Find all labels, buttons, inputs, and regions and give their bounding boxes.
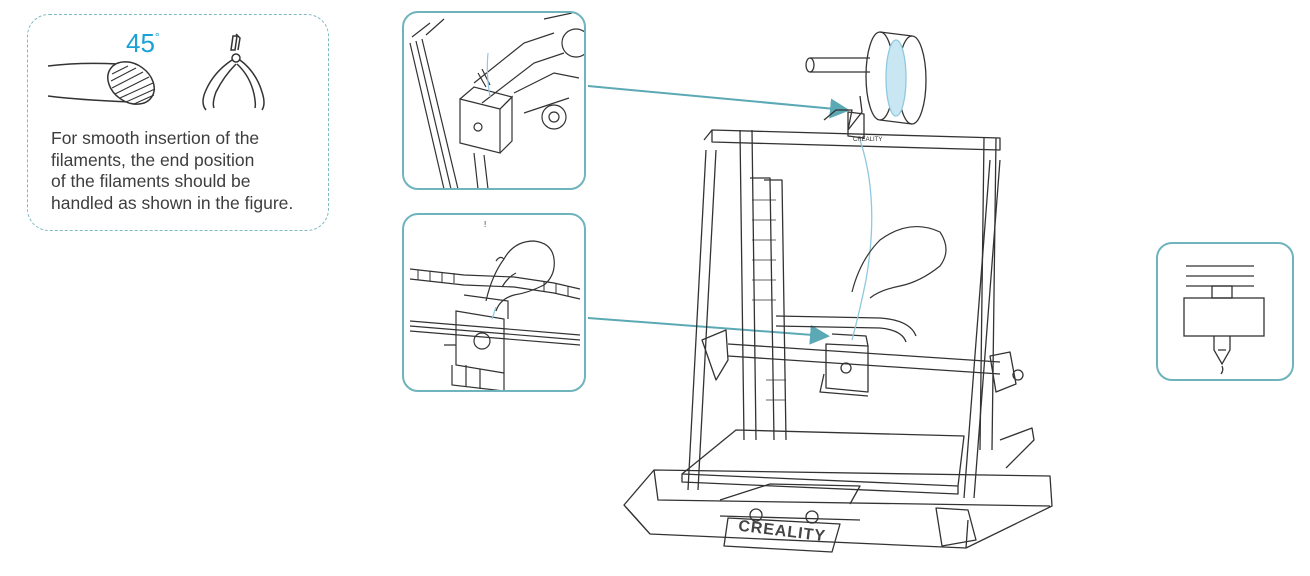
tip-line: of the filaments should be bbox=[51, 171, 251, 191]
frame-brand-label: CREALITY bbox=[853, 137, 883, 143]
tip-line: handled as shown in the figure. bbox=[51, 192, 294, 213]
nozzle-icon bbox=[1183, 265, 1265, 375]
tip-line: For smooth insertion of the bbox=[51, 128, 260, 148]
filament-tip-panel bbox=[27, 14, 329, 231]
tip-line: filaments, the end position bbox=[51, 149, 255, 170]
detail-callout-extruder: ! bbox=[402, 213, 586, 392]
hand-icon bbox=[851, 226, 947, 299]
detail-callout-nozzle bbox=[1156, 242, 1294, 381]
svg-text:!: ! bbox=[484, 220, 486, 229]
pliers-icon bbox=[202, 33, 265, 111]
tip-description: For smooth insertion of the filaments, t… bbox=[51, 128, 331, 214]
filament-cut-illustration bbox=[47, 33, 265, 111]
filament-end-icon bbox=[47, 61, 156, 105]
detail-callout-sensor bbox=[402, 11, 586, 190]
cut-angle-label: 45° bbox=[126, 28, 160, 58]
